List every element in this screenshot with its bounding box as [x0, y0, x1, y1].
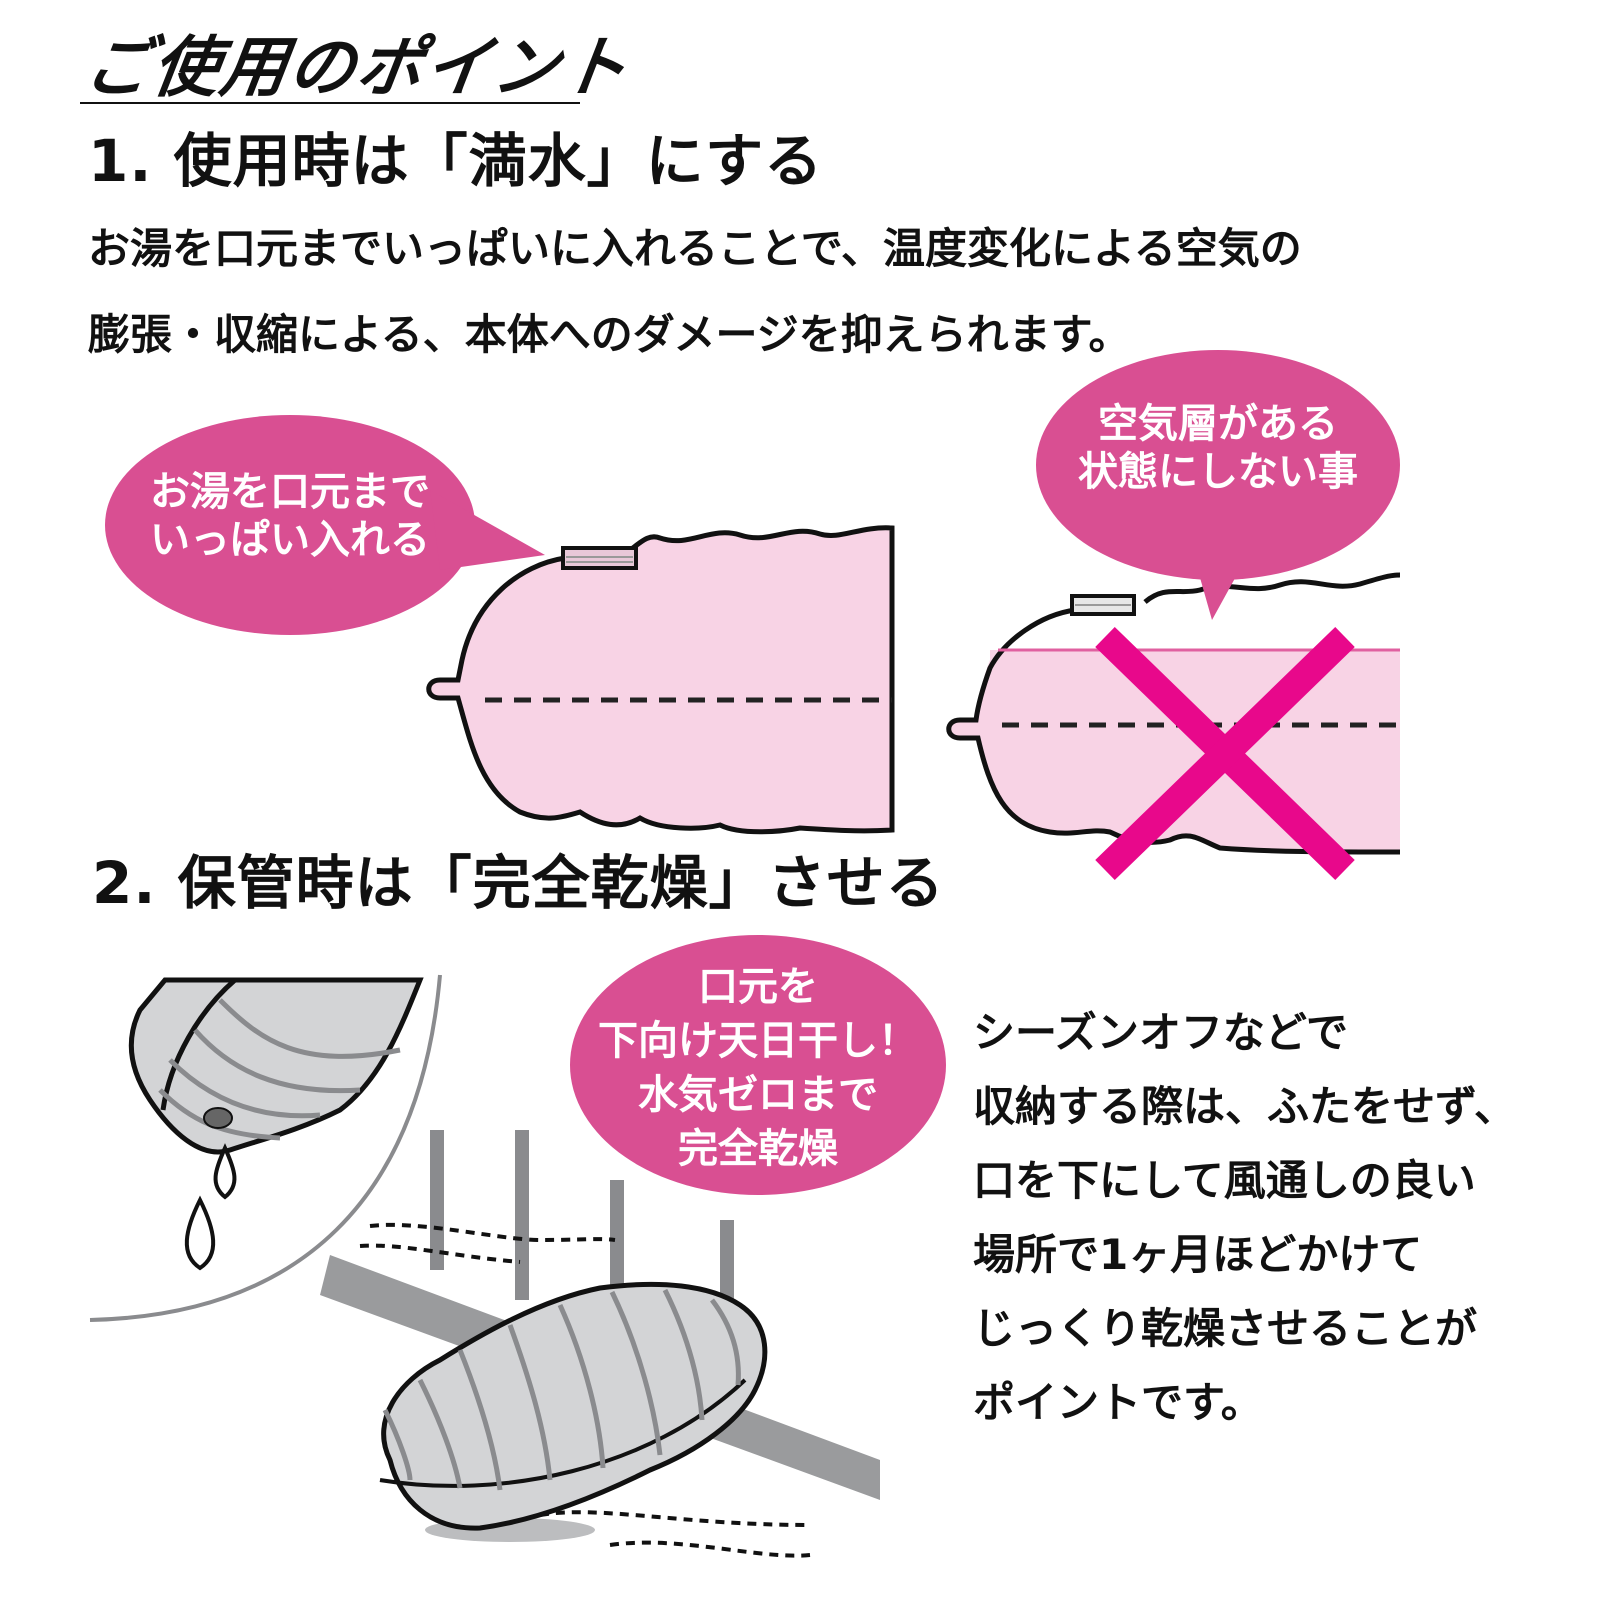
water-drop-icon [184, 1143, 237, 1271]
section2-line: シーズンオフなどで [973, 1008, 1349, 1057]
section1-description: お湯を口元までいっぱいに入れることで、温度変化による空気の 膨張・収縮による、本… [88, 206, 1568, 378]
bubble-good-text: お湯を口元まで いっぱい入れる [120, 468, 460, 564]
bubble-drying-line: 口元を [698, 964, 818, 1010]
section1-line: お湯を口元までいっぱいに入れることで、温度変化による空気の [88, 224, 1302, 273]
hot-water-bottle-drying-icon [128, 977, 424, 1155]
section1-heading: 1. 使用時は「満水」にする [88, 127, 824, 195]
bad-bottle-outline [946, 607, 1401, 855]
section2-line: 口を下にして風通しの良い [973, 1156, 1476, 1205]
speech-bubble-drying [570, 935, 946, 1195]
x-mark-icon [1095, 626, 1355, 881]
hot-water-bottle-lying-icon [379, 1281, 768, 1542]
section2-line: 収納する際は、ふたをせず、 [973, 1082, 1517, 1131]
section1-line: 膨張・収縮による、本体へのダメージを抑えられます。 [88, 310, 1131, 359]
bubble-bad-text: 空気層がある 状態にしない事 [1048, 400, 1388, 496]
bubble-good-line: いっぱい入れる [150, 517, 430, 563]
bubble-drying-line: 下向け天日干し！ [598, 1018, 918, 1064]
section2-line: ポイントです。 [973, 1378, 1263, 1427]
bubble-good-line: お湯を口元まで [150, 469, 430, 515]
hot-water-bottle-full-icon [426, 525, 895, 835]
good-bottle-body [426, 525, 895, 835]
section2-line: じっくり乾燥させることが [973, 1304, 1478, 1353]
bubble-bad-line: 空気層がある [1098, 401, 1338, 447]
section2-heading: 2. 保管時は「完全乾燥」させる [92, 849, 945, 917]
section2-description: シーズンオフなどで 収納する際は、ふたをせず、 口を下にして風通しの良い 場所で… [973, 996, 1573, 1440]
speech-bubble-good [105, 415, 545, 635]
bottle-mouth [203, 1107, 233, 1129]
bubble-drying-line: 水気ゼロまで [638, 1072, 878, 1118]
speech-bubble-bad [1036, 350, 1400, 620]
title-underline [80, 102, 580, 104]
bubble-drying-line: 完全乾燥 [678, 1126, 838, 1172]
magnifier-circle [89, 974, 442, 1322]
bubble-drying-text: 口元を 下向け天日干し！ 水気ゼロまで 完全乾燥 [580, 960, 936, 1176]
section2-line: 場所で1ヶ月ほどかけて [973, 1230, 1423, 1279]
bubble-bad-line: 状態にしない事 [1078, 449, 1358, 495]
